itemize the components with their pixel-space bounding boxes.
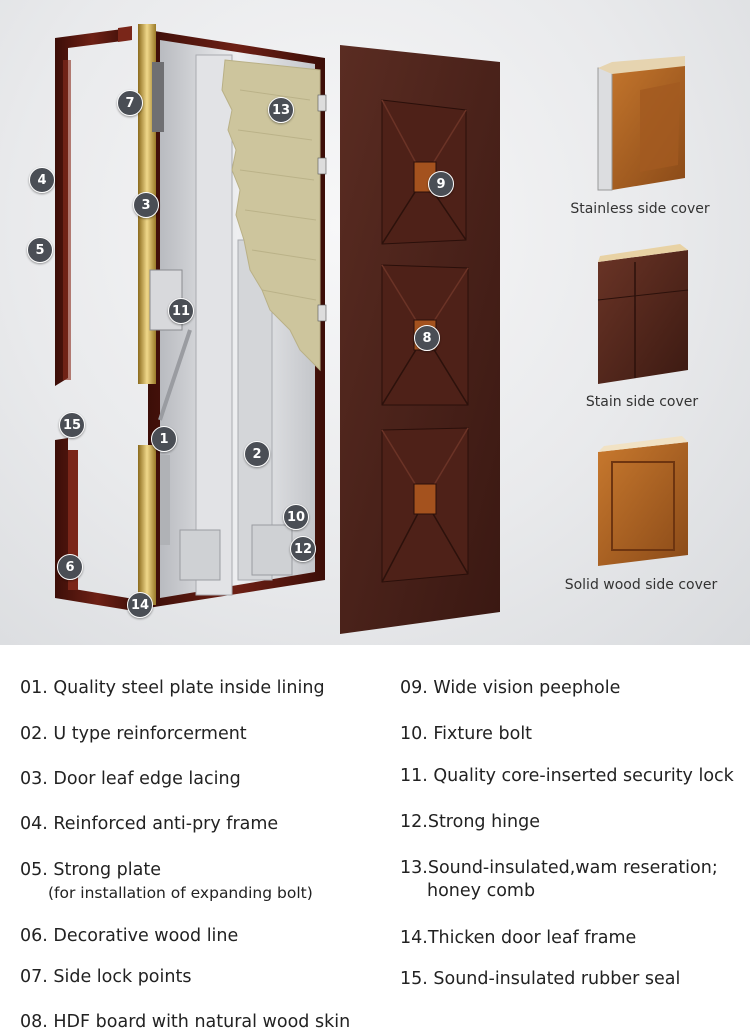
legend-item-01: 01. Quality steel plate inside lining <box>20 678 325 698</box>
legend-item-10: 10. Fixture bolt <box>400 724 533 744</box>
legend-item-06: 06. Decorative wood line <box>20 926 239 946</box>
legend-item-03: 03. Door leaf edge lacing <box>20 769 241 789</box>
legend-item-15: 15. Sound-insulated rubber seal <box>400 969 681 989</box>
callout-badge-8: 8 <box>414 325 440 351</box>
callout-badge-9: 9 <box>428 171 454 197</box>
lock-strips <box>138 24 183 605</box>
cover-label-solid-wood: Solid wood side cover <box>564 577 718 593</box>
callout-badge-6: 6 <box>57 554 83 580</box>
stain-side-cover-sample <box>597 244 689 384</box>
callout-badge-5: 5 <box>27 237 53 263</box>
legend-item-05: 05. Strong plate (for installation of ex… <box>20 860 313 902</box>
legend-item-09: 09. Wide vision peephole <box>400 678 621 698</box>
legend-item-11: 11. Quality core-inserted security lock <box>400 766 734 786</box>
legend-item-12: 12.Strong hinge <box>400 812 540 832</box>
legend: 01. Quality steel plate inside lining 02… <box>0 645 750 1034</box>
callout-badge-12: 12 <box>290 536 316 562</box>
stainless-side-cover-sample <box>597 56 685 191</box>
legend-item-14: 14.Thicken door leaf frame <box>400 928 637 948</box>
callout-badge-7: 7 <box>117 90 143 116</box>
cover-label-stain: Stain side cover <box>585 394 699 410</box>
callout-badge-15: 15 <box>59 412 85 438</box>
door-exploded-diagram: 1 2 3 4 5 6 7 8 9 10 11 12 13 14 15 Stai… <box>0 0 750 645</box>
callout-badge-11: 11 <box>168 298 194 324</box>
legend-item-07: 07. Side lock points <box>20 967 192 987</box>
legend-item-13-continuation: honey comb <box>427 881 536 901</box>
callout-badge-13: 13 <box>268 97 294 123</box>
callout-badge-10: 10 <box>283 504 309 530</box>
legend-item-02: 02. U type reinforcerment <box>20 724 247 744</box>
legend-item-05-note: (for installation of expanding bolt) <box>48 884 313 902</box>
legend-item-08: 08. HDF board with natural wood skin <box>20 1012 351 1032</box>
door-illustration <box>55 24 689 634</box>
cover-label-stainless: Stainless side cover <box>570 201 710 217</box>
hinges <box>317 94 327 322</box>
door-frame <box>55 26 140 612</box>
callout-badge-14: 14 <box>127 592 153 618</box>
callout-badge-2: 2 <box>244 441 270 467</box>
solid-wood-side-cover-sample <box>598 436 688 566</box>
callout-badge-4: 4 <box>29 167 55 193</box>
callout-badge-1: 1 <box>151 426 177 452</box>
legend-item-13: 13.Sound-insulated,wam reseration; honey… <box>400 858 718 901</box>
callout-badge-3: 3 <box>133 192 159 218</box>
legend-item-04: 04. Reinforced anti-pry frame <box>20 814 279 834</box>
door-leaf-steel <box>148 30 325 608</box>
